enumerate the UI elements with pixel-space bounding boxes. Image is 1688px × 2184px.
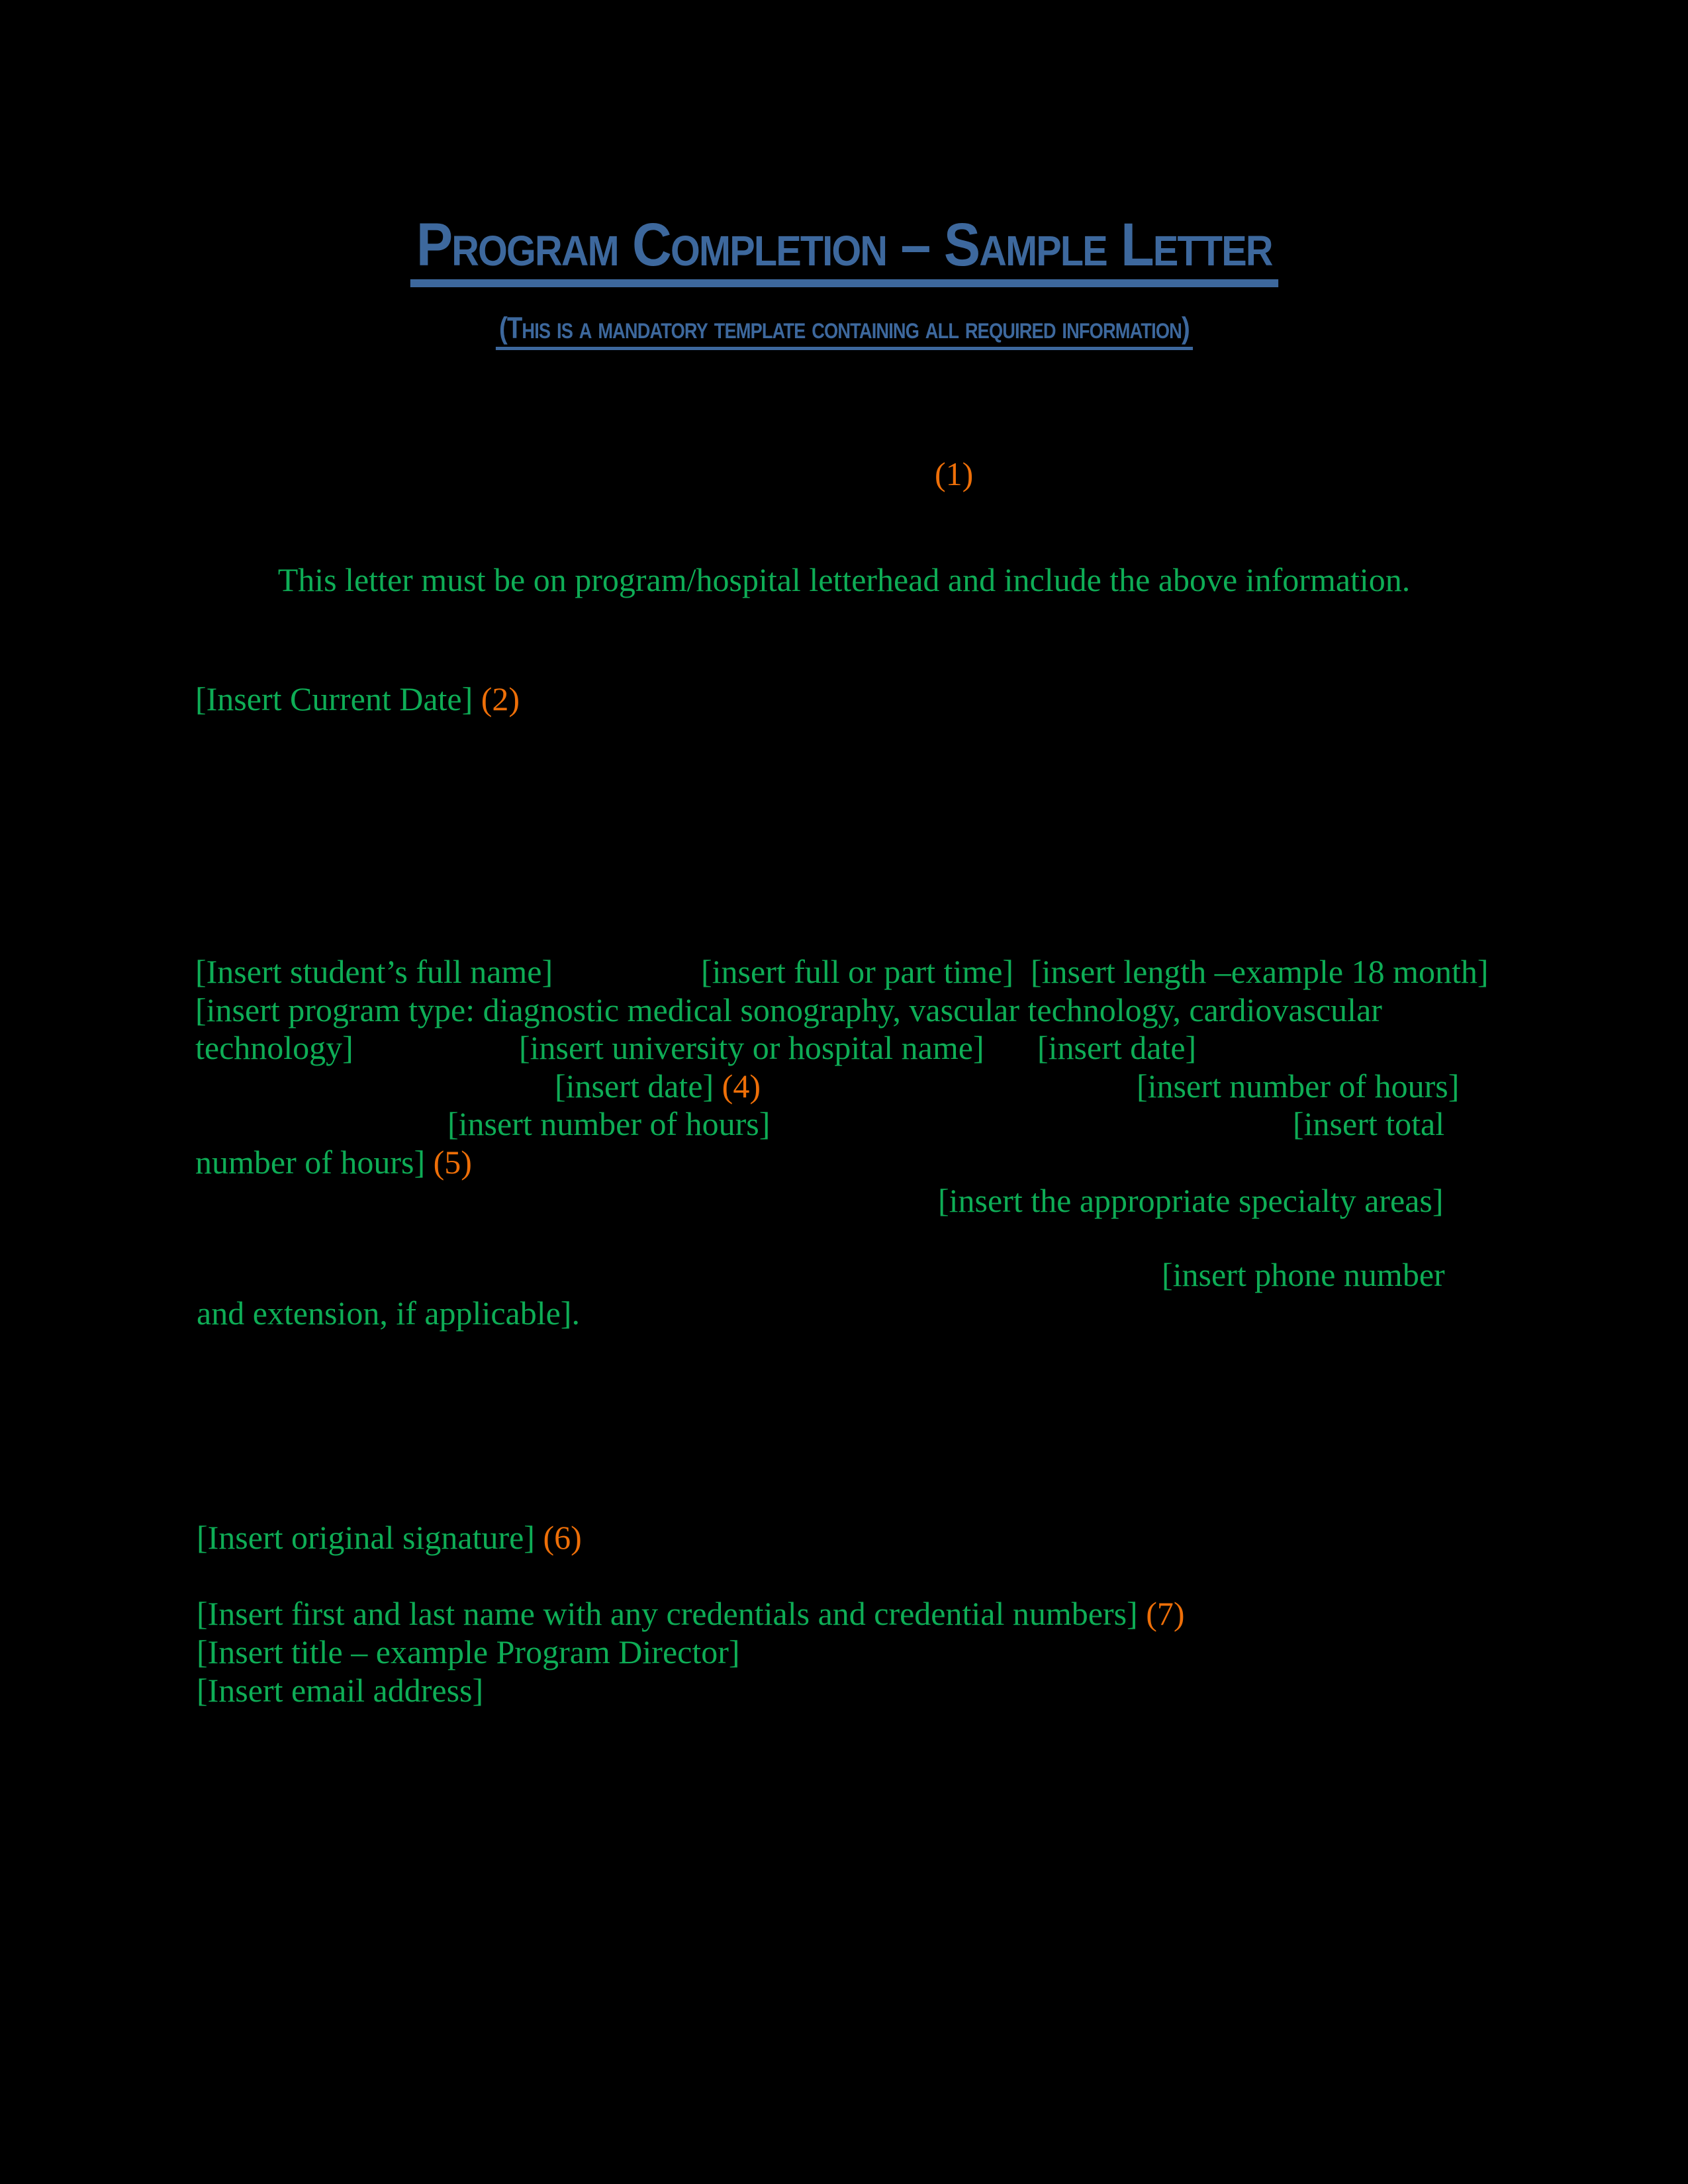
phone-number-placeholder-start: [insert phone number bbox=[1162, 1256, 1445, 1293]
full-or-part-time-placeholder: [insert full or part time] bbox=[701, 953, 1014, 990]
annotation-marker-1: (1) bbox=[935, 455, 974, 492]
program-length-placeholder: [insert length –example 18 month] bbox=[1031, 953, 1489, 990]
date-placeholder-1: [insert date] bbox=[1037, 1029, 1197, 1066]
document-subtitle-row: (This is a mandatory template containing… bbox=[0, 308, 1688, 350]
specialty-areas-placeholder: [insert the appropriate specialty areas] bbox=[938, 1182, 1444, 1219]
email-placeholder: [Insert email address] bbox=[197, 1672, 484, 1709]
total-hours-placeholder-end-group: number of hours] (5) bbox=[195, 1144, 472, 1181]
annotation-marker-6: (6) bbox=[543, 1519, 582, 1556]
date-placeholder-2: [insert date] bbox=[555, 1068, 714, 1105]
phone-number-placeholder-end: and extension, if applicable]. bbox=[197, 1295, 580, 1332]
letterhead-notice: This letter must be on program/hospital … bbox=[277, 561, 1411, 598]
total-hours-placeholder-start: [insert total bbox=[1293, 1105, 1445, 1142]
annotation-marker-2: (2) bbox=[481, 680, 520, 717]
original-signature-line: [Insert original signature] (6) bbox=[197, 1519, 582, 1557]
date-line: [Insert Current Date] (2) bbox=[195, 680, 520, 718]
title-placeholder: [Insert title – example Program Director… bbox=[197, 1633, 740, 1670]
total-hours-placeholder-end: number of hours] bbox=[195, 1144, 426, 1181]
name-credentials-line: [Insert first and last name with any cre… bbox=[197, 1595, 1185, 1633]
university-placeholder: [insert university or hospital name] bbox=[519, 1029, 984, 1066]
current-date-placeholder: [Insert Current Date] bbox=[195, 680, 473, 717]
original-signature-placeholder: [Insert original signature] bbox=[197, 1519, 535, 1556]
name-credentials-placeholder: [Insert first and last name with any cre… bbox=[197, 1595, 1138, 1632]
date-placeholder-2-group: [insert date] (4) bbox=[555, 1068, 761, 1105]
program-type-continuation: technology] bbox=[195, 1029, 353, 1066]
hours-placeholder-2: [insert number of hours] bbox=[447, 1105, 771, 1142]
document-title-row: Program Completion – Sample Letter bbox=[0, 213, 1688, 287]
program-type-placeholder: [insert program type: diagnostic medical… bbox=[195, 991, 1382, 1028]
document-subtitle: (This is a mandatory template containing… bbox=[495, 312, 1193, 350]
student-name-placeholder: [Insert student’s full name] bbox=[195, 953, 553, 990]
annotation-marker-7: (7) bbox=[1146, 1595, 1185, 1632]
annotation-marker-5: (5) bbox=[433, 1144, 472, 1181]
hours-placeholder-1: [insert number of hours] bbox=[1137, 1068, 1460, 1105]
document-title: Program Completion – Sample Letter bbox=[410, 213, 1278, 287]
annotation-marker-4: (4) bbox=[722, 1068, 761, 1105]
